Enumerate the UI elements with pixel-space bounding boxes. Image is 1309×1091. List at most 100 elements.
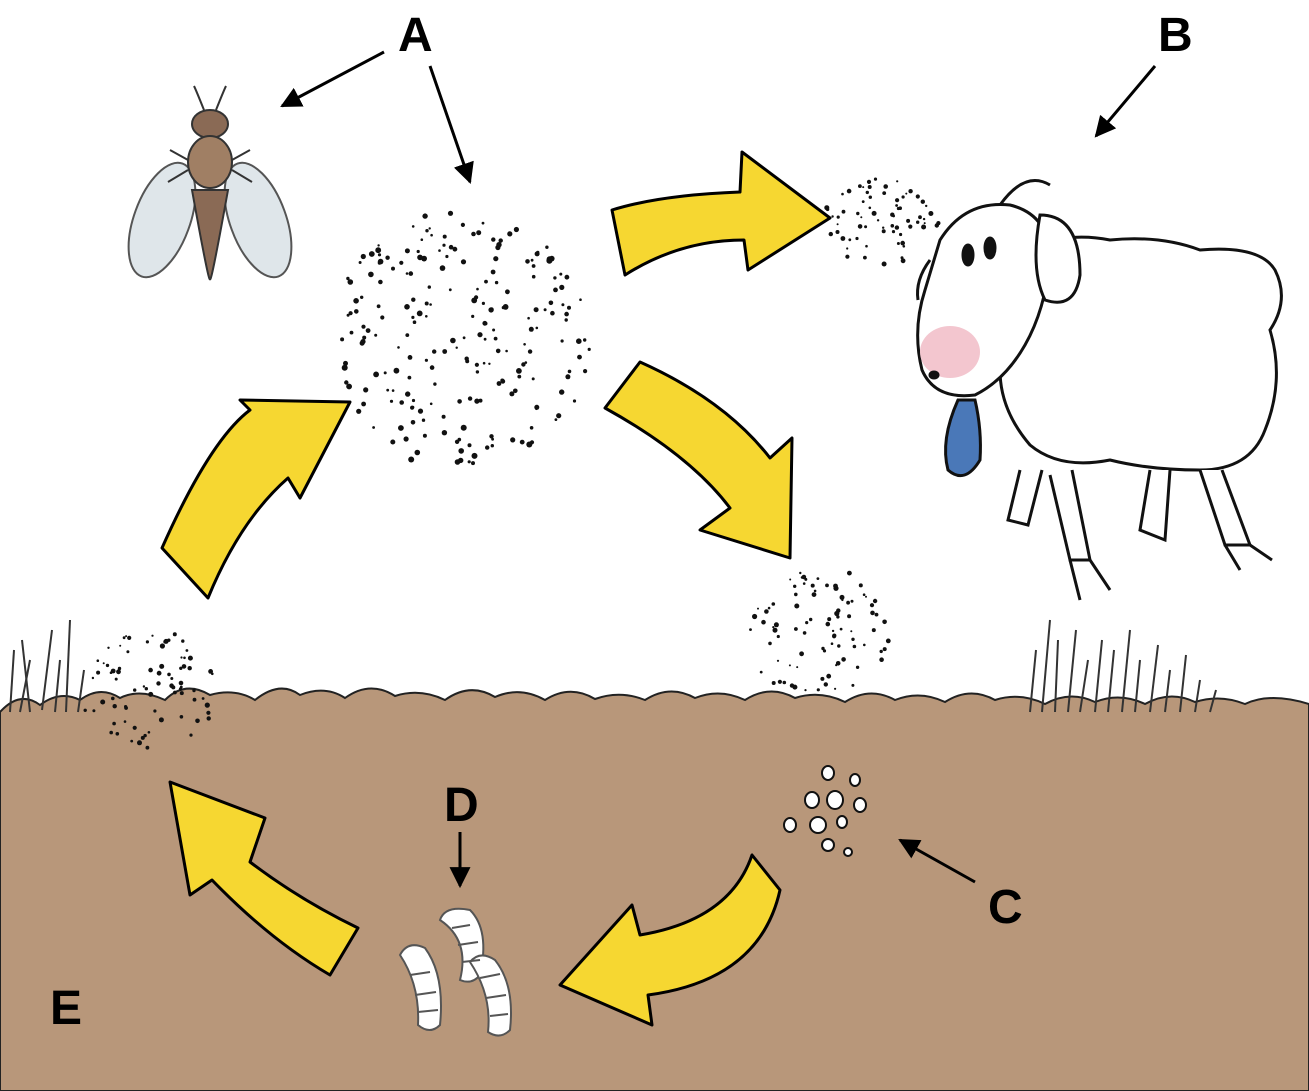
dot xyxy=(908,189,912,193)
dot xyxy=(752,614,757,619)
dot xyxy=(181,639,184,642)
dot xyxy=(148,731,151,734)
dot xyxy=(390,440,395,445)
dot xyxy=(882,229,886,233)
dot xyxy=(356,409,361,414)
dot xyxy=(491,237,495,241)
dot xyxy=(826,622,831,627)
dot xyxy=(428,285,431,288)
dot xyxy=(171,685,175,689)
label-b: B xyxy=(1158,12,1193,60)
dot xyxy=(789,664,791,666)
dot xyxy=(523,343,526,346)
dot xyxy=(189,734,192,737)
dot xyxy=(768,607,771,610)
dot xyxy=(812,592,817,597)
dot xyxy=(841,657,846,662)
dot xyxy=(883,184,888,189)
dot xyxy=(874,178,877,181)
dot xyxy=(561,303,564,306)
dot xyxy=(565,374,570,379)
dot xyxy=(385,256,389,260)
dot xyxy=(502,306,505,309)
dot xyxy=(841,599,843,601)
dot xyxy=(868,185,872,189)
dot xyxy=(494,337,498,341)
dot xyxy=(442,415,446,419)
dot xyxy=(847,189,852,194)
dot xyxy=(583,369,587,373)
dot xyxy=(170,677,173,680)
dot xyxy=(112,722,116,726)
dot xyxy=(834,688,836,690)
dot xyxy=(450,338,456,344)
dot xyxy=(851,600,854,603)
dot xyxy=(100,700,105,705)
dot xyxy=(482,302,485,305)
dot xyxy=(923,218,925,220)
dot xyxy=(799,572,801,574)
dot xyxy=(568,370,572,374)
dot xyxy=(433,382,436,385)
dot xyxy=(764,609,769,614)
dot xyxy=(546,258,552,264)
dot xyxy=(151,635,153,637)
dot xyxy=(862,200,865,203)
dot xyxy=(901,258,906,263)
dot xyxy=(837,216,840,219)
dot xyxy=(425,359,428,362)
dot xyxy=(404,304,410,310)
dot xyxy=(841,193,844,196)
dot xyxy=(851,684,854,687)
dot xyxy=(856,666,859,669)
dot xyxy=(430,403,433,406)
dot xyxy=(840,628,843,631)
dot xyxy=(875,613,879,617)
dot xyxy=(207,716,211,720)
dot xyxy=(167,673,171,677)
dot xyxy=(916,194,920,198)
dot xyxy=(188,656,193,661)
dot xyxy=(422,213,427,218)
dot xyxy=(928,211,933,216)
dot xyxy=(865,245,868,248)
dot xyxy=(448,211,453,216)
dot xyxy=(513,389,518,394)
dot xyxy=(405,391,410,396)
dot xyxy=(882,620,887,625)
dot xyxy=(817,688,820,691)
dot xyxy=(576,338,582,344)
dot xyxy=(386,389,389,392)
dot xyxy=(471,461,475,465)
dot xyxy=(772,626,774,628)
dot xyxy=(422,419,425,422)
dot xyxy=(532,264,536,268)
dot xyxy=(208,669,213,674)
dot xyxy=(409,271,414,276)
dot xyxy=(180,656,182,658)
dot xyxy=(471,298,477,304)
dot xyxy=(173,632,177,636)
dot xyxy=(145,687,148,690)
dot xyxy=(565,318,568,321)
dot xyxy=(545,246,548,249)
dot xyxy=(872,628,876,632)
dot xyxy=(805,621,808,624)
dot xyxy=(347,314,350,317)
dot xyxy=(496,349,501,354)
dot xyxy=(468,443,472,447)
dot xyxy=(824,682,828,686)
dot xyxy=(205,703,210,708)
dot xyxy=(372,426,375,429)
dot xyxy=(869,207,872,210)
dot xyxy=(534,307,539,312)
dot xyxy=(476,288,479,291)
dot xyxy=(110,671,113,674)
dot xyxy=(527,317,530,320)
dot xyxy=(369,251,375,257)
dot xyxy=(549,301,554,306)
dot xyxy=(397,346,400,349)
dot xyxy=(918,215,922,219)
dot xyxy=(900,241,905,246)
